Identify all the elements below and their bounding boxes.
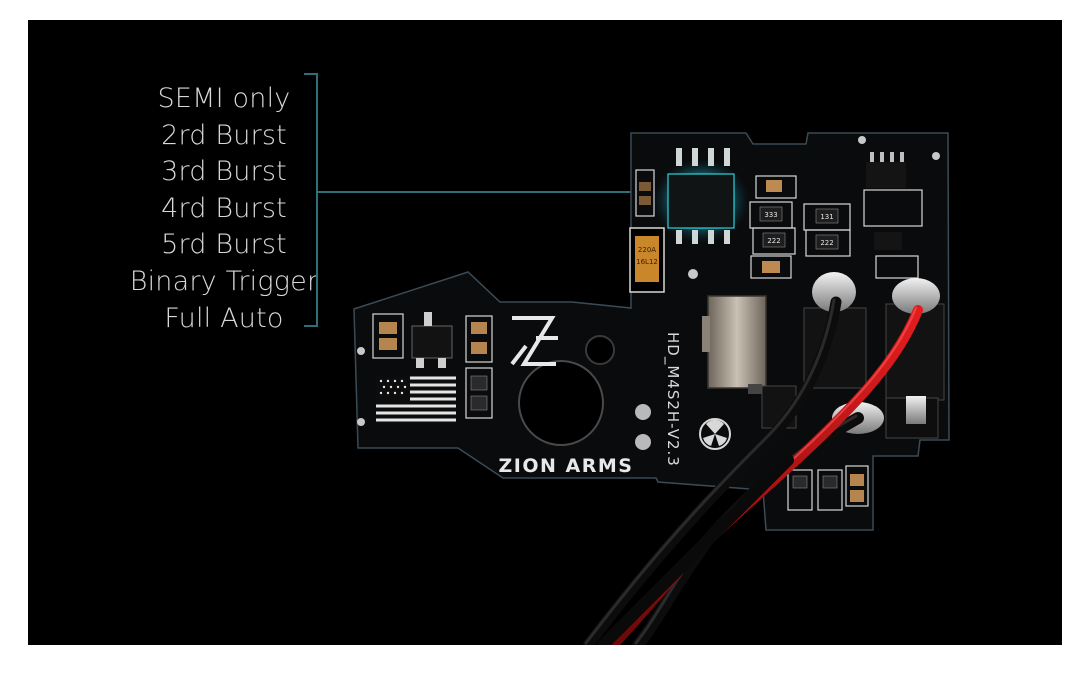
lower-resistors [787,465,869,511]
radiation-icon [699,418,731,450]
pcb-board [353,132,950,531]
product-photo-frame: SEMI only 2rd Burst 3rd Burst 4rd Burst … [28,20,1062,645]
brand-label: ZION ARMS [499,455,634,477]
cap-label-1: 220A [638,246,656,254]
resistor-label-2: 222 [767,237,780,245]
zion-arms-logo-icon [510,316,558,366]
via-pad [688,269,698,279]
test-pad-1 [635,404,651,420]
wires [582,296,923,645]
tantalum-capacitor: 220A 16L12 [629,169,665,293]
regulator-ic [866,152,906,250]
resistor-label-4: 222 [820,239,833,247]
mode-full-auto: Full Auto [164,302,284,334]
mount-hole-small [585,335,615,365]
mode-semi-only: SEMI only [157,83,291,114]
mode-binary-trigger: Binary Trigger [129,265,319,297]
mcu-chip [652,148,750,244]
left-components [372,312,493,419]
mode-4rd-burst: 4rd Burst [161,192,287,224]
trigger-switch [702,295,767,394]
mode-2rd-burst: 2rd Burst [161,119,287,151]
firing-mode-list: SEMI only 2rd Burst 3rd Burst 4rd Burst … [92,81,356,337]
mode-bracket [304,73,658,327]
resistor-label-1: 333 [764,211,777,219]
us-flag-icon [376,376,456,424]
mode-5rd-burst: 5rd Burst [161,229,287,261]
resistor-label-3: 131 [820,213,833,221]
model-label: HD_M4S2H-V2.3 [663,332,682,467]
mount-hole-large [518,360,604,446]
mode-3rd-burst: 3rd Burst [161,156,287,188]
smd-resistors [749,175,923,279]
circuit-board-illustration: 220A 16L12 333 222 131 222 [304,73,950,645]
test-pad-2 [635,434,651,450]
cap-label-2: 16L12 [636,258,658,266]
